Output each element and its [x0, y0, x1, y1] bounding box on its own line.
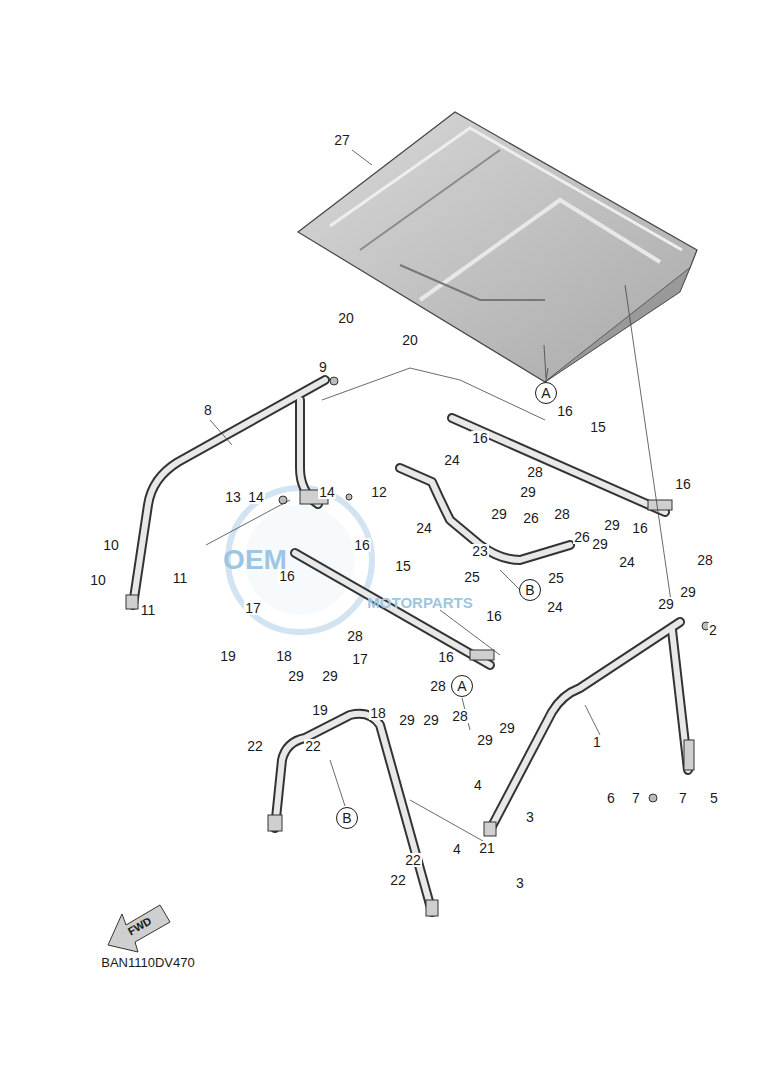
callout-number: 19	[311, 703, 329, 717]
callout-number: 24	[546, 600, 564, 614]
callout-number: 28	[553, 507, 571, 521]
callout-number: 29	[657, 597, 675, 611]
callout-number: 11	[172, 571, 189, 585]
reference-circle: A	[535, 382, 557, 404]
callout-number: 18	[369, 706, 387, 720]
callout-number: 7	[678, 791, 688, 805]
reference-circle: A	[451, 675, 473, 697]
callout-number: 27	[333, 133, 351, 147]
callout-number: 22	[246, 739, 264, 753]
callout-number: 4	[473, 778, 483, 792]
callout-number: 26	[522, 511, 540, 525]
callout-number: 29	[519, 485, 537, 499]
callout-number: 16	[278, 569, 296, 583]
callout-number: 29	[498, 721, 516, 735]
diagram-code: BAN1110DV470	[100, 956, 195, 970]
fasteners	[279, 377, 710, 802]
callout-number: 6	[606, 791, 616, 805]
callout-number: 23	[471, 544, 489, 558]
callout-number: 3	[525, 810, 535, 824]
callout-number: 10	[89, 573, 107, 587]
callout-number: 16	[437, 650, 455, 664]
callout-number: 24	[618, 555, 636, 569]
callout-number: 7	[631, 791, 641, 805]
callout-number: 26	[573, 530, 591, 544]
callout-number: 1	[592, 735, 602, 749]
callout-number: 24	[443, 453, 461, 467]
callout-number: 16	[631, 521, 649, 535]
callout-number: 16	[485, 609, 503, 623]
leader-lines	[206, 150, 672, 845]
callout-number: 29	[490, 507, 508, 521]
callout-number: 21	[478, 841, 496, 855]
callout-number: 22	[389, 873, 407, 887]
watermark-text: MOTORPARTS	[366, 594, 473, 611]
callout-number: 16	[556, 404, 574, 418]
callout-number: 28	[526, 465, 544, 479]
callout-number: 10	[102, 538, 120, 552]
callout-number: 28	[451, 709, 469, 723]
callout-number: 20	[401, 333, 419, 347]
callout-number: 17	[351, 652, 369, 666]
callout-number: 4	[452, 842, 462, 856]
callout-number: 29	[679, 585, 697, 599]
callout-number: 5	[709, 791, 719, 805]
callout-number: 11	[140, 603, 157, 617]
callout-number: 24	[415, 521, 433, 535]
callout-number: 29	[287, 669, 305, 683]
callout-number: 13	[224, 490, 242, 504]
callout-number: 28	[346, 629, 364, 643]
roof-panel	[298, 112, 697, 382]
callout-number: 25	[547, 571, 565, 585]
reference-letter: B	[525, 583, 534, 597]
callout-number: 9	[318, 360, 328, 374]
reference-circle: B	[336, 807, 358, 829]
callout-number: 17	[244, 601, 262, 615]
callout-number: 29	[603, 518, 621, 532]
callout-number: 20	[337, 311, 355, 325]
callout-number: 19	[219, 649, 237, 663]
fwd-arrow	[108, 905, 170, 952]
callout-number: 28	[696, 553, 714, 567]
callout-number: 29	[398, 713, 416, 727]
callout-number: 25	[463, 570, 481, 584]
callout-number: 2	[708, 623, 718, 637]
callout-number: 8	[203, 403, 213, 417]
callout-number: 3	[515, 876, 525, 890]
reference-letter: B	[342, 811, 351, 825]
callout-number: 12	[370, 485, 388, 499]
callout-number: 29	[321, 669, 339, 683]
callout-number: 29	[422, 713, 440, 727]
callout-number: 28	[429, 679, 447, 693]
callout-number: 29	[591, 537, 609, 551]
reference-letter: A	[541, 386, 550, 400]
callout-number: 15	[589, 420, 607, 434]
brackets	[126, 490, 694, 916]
callout-number: 14	[318, 485, 336, 499]
callout-number: 15	[394, 559, 412, 573]
callout-number: 16	[471, 431, 489, 445]
callout-number: 22	[304, 739, 322, 753]
callout-number: 16	[674, 477, 692, 491]
callout-number: 18	[275, 649, 293, 663]
reference-circle: B	[519, 579, 541, 601]
callout-number: 22	[404, 853, 422, 867]
tubes	[133, 380, 688, 912]
callout-number: 14	[247, 490, 265, 504]
callout-number: 29	[476, 733, 494, 747]
reference-letter: A	[457, 679, 466, 693]
callout-number: 16	[353, 538, 371, 552]
